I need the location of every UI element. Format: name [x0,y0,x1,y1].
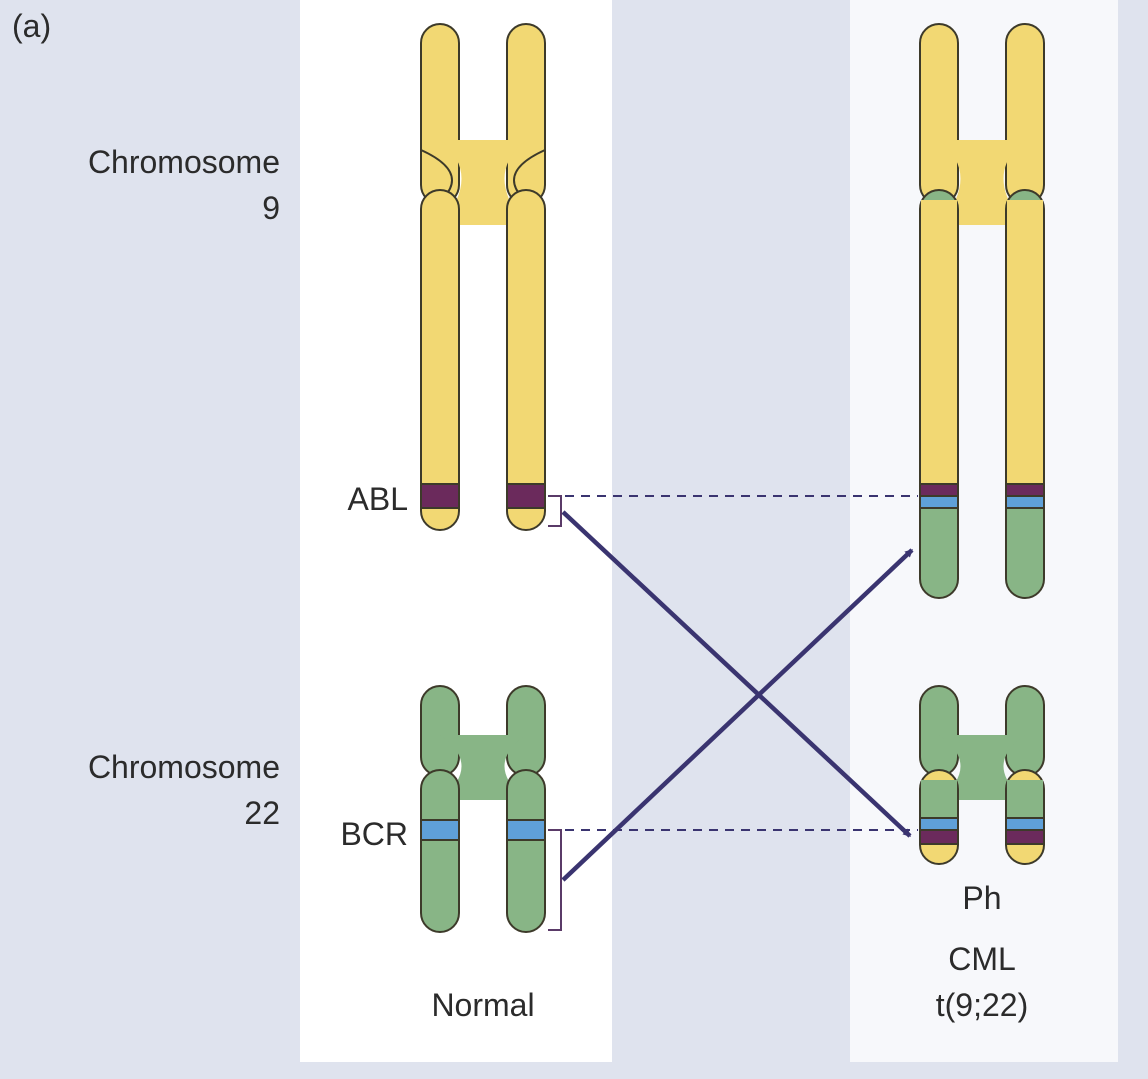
chromosome-22-label-line1: Chromosome [87,749,280,785]
chr9-left-arm-upper [420,23,460,205]
panel-label: (a) [12,8,52,44]
chromosome-22-label-line2: 22 [244,795,280,831]
cml-label-line1: CML [948,941,1016,977]
bcr-to-der9-arrow [561,548,914,882]
ph-green-right [1007,780,1043,818]
chr9-centromere-fill [440,140,526,225]
ph-label: Ph [962,880,1002,916]
ph-right-arm-upper [1005,685,1045,777]
der9-centromere-fill [939,140,1025,225]
normal-chromosome-22 [420,685,546,933]
der9-right-arm-upper [1005,23,1045,205]
abl-bracket [548,495,562,527]
chr9-right-arm-lower [506,189,546,531]
cml-label-line2: t(9;22) [935,987,1029,1023]
chr9-left-arm-lower [420,189,460,531]
ph-abl-band-left [919,829,959,845]
normal-column-label: Normal [431,987,535,1023]
chr22-right-arm-lower [506,769,546,933]
chr22-left-arm-lower [420,769,460,933]
der9-yellow-left [921,200,957,484]
bcr-band-left [420,819,460,841]
cml-derivative-chromosome-9 [919,23,1045,599]
der9-left-arm-upper [919,23,959,205]
der9-abl-band-right [1005,483,1045,497]
ph-bcr-band-right [1005,817,1045,831]
normal-chromosome-9 [420,23,546,531]
chromosome-9-label-line2: 9 [262,190,280,226]
abl-band-right [506,483,546,509]
ph-centromere-fill [939,735,1025,800]
bcr-gene-label: BCR [340,816,408,852]
der9-bcr-band-right [1005,495,1045,509]
abl-gene-label: ABL [347,481,408,517]
ph-left-arm-upper [919,685,959,777]
abl-to-ph-arrow [561,510,912,838]
ph-bcr-band-left [919,817,959,831]
chromosome-9-label-line1: Chromosome [87,144,280,180]
der9-yellow-right [1007,200,1043,484]
philadelphia-chromosome [919,685,1045,865]
bcr-band-right [506,819,546,841]
der9-abl-band-left [919,483,959,497]
bcr-bracket [548,829,562,931]
ph-abl-band-right [1005,829,1045,845]
chr9-right-arm-upper [506,23,546,205]
chr22-right-arm-upper [506,685,546,777]
abl-band-left [420,483,460,509]
chr22-centromere-fill [440,735,526,800]
chr22-left-arm-upper [420,685,460,777]
ph-green-left [921,780,957,818]
der9-bcr-band-left [919,495,959,509]
